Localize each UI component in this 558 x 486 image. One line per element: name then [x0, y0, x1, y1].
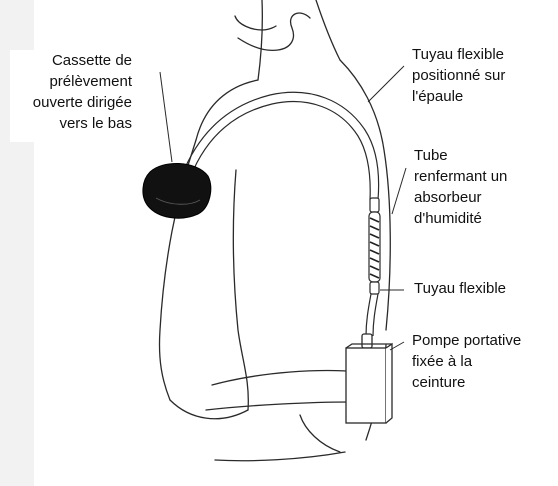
shoulder-tubing-label: Tuyau flexible positionné sur l'épaule: [412, 44, 552, 107]
sampling-cassette: [143, 163, 211, 218]
shoulder-outline: [196, 80, 258, 140]
lower-tubing-left: [366, 294, 371, 336]
cassette-pointer-line: [160, 72, 172, 162]
belt-bottom-line: [206, 402, 350, 410]
head-back-outline: [316, 0, 340, 60]
shoulder-tubing-label-line-2: positionné sur: [412, 65, 552, 86]
cassette-label-line-1: Cassette de: [10, 50, 132, 71]
cassette-label-line-2: prélèvement: [10, 71, 132, 92]
shoulder-tubing-inner: [190, 102, 370, 200]
belt-top-line: [212, 371, 360, 385]
flexible-tubing-label: Tuyau flexible: [414, 278, 554, 299]
cassette-label-line-4: vers le bas: [10, 113, 132, 134]
torso-lower-outline: [215, 452, 345, 461]
hip-outline: [300, 415, 340, 452]
hair-outline: [238, 13, 310, 50]
absorber-tube-label-line-1: Tube: [414, 145, 554, 166]
arm-inner-outline: [233, 170, 248, 410]
pump-label-line-1: Pompe portative: [412, 330, 558, 351]
shoulder-tubing-outer: [182, 92, 379, 200]
absorber-tube-label-line-3: absorbeur: [414, 187, 554, 208]
absorber-tube-label-line-4: d'humidité: [414, 208, 554, 229]
absorber-tube-label-line-2: renfermant un: [414, 166, 554, 187]
portable-pump: [346, 334, 392, 423]
pump-label: Pompe portative fixée à la ceinture: [412, 330, 558, 393]
neck-outline: [258, 0, 262, 80]
cassette-label-line-3: ouverte dirigée: [10, 92, 132, 113]
shoulder-tubing-label-line-3: l'épaule: [412, 86, 552, 107]
cassette-label: Cassette de prélèvement ouverte dirigée …: [10, 50, 132, 142]
lower-tubing-right: [373, 294, 378, 336]
pump-label-line-2: fixée à la: [412, 351, 558, 372]
pump-label-line-3: ceinture: [412, 372, 558, 393]
ear-outline: [235, 16, 276, 30]
absorber-tube-label: Tube renfermant un absorbeur d'humidité: [414, 145, 554, 229]
shoulder-tubing-label-line-1: Tuyau flexible: [412, 44, 552, 65]
flexible-tubing-label-line-1: Tuyau flexible: [414, 278, 554, 299]
absorber-tube: [369, 198, 380, 294]
